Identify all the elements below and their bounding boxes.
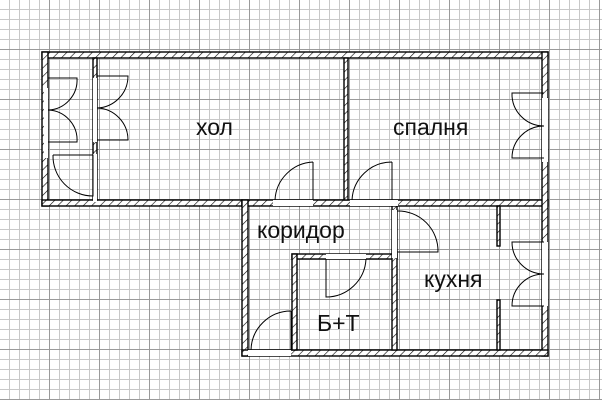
room-label-kuhnya: кухня [424,266,483,292]
room-label-bath: Б+Т [317,310,360,336]
room-label-koridor: коридор [257,217,345,243]
door-swings [47,75,545,351]
room-label-hol: хол [196,114,233,140]
room-label-spalnya: спалня [393,114,469,140]
